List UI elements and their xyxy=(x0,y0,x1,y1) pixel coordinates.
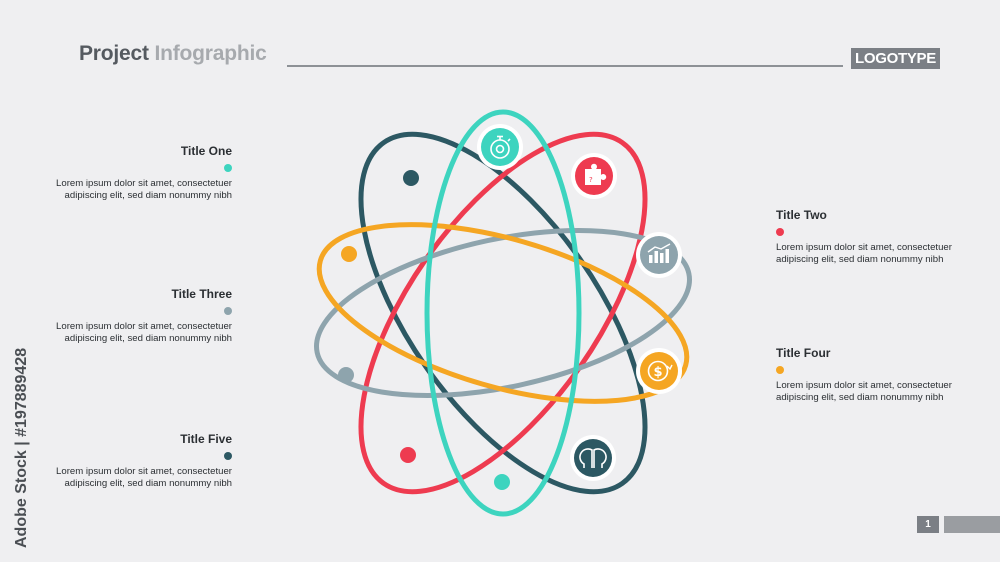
header-rule xyxy=(287,65,843,67)
node-dollar: $ xyxy=(636,348,682,394)
item-text: Lorem ipsum dolor sit amet, consectetuer… xyxy=(56,321,232,344)
item-title-four: Title Four Lorem ipsum dolor sit amet, c… xyxy=(776,346,976,403)
title-word-project: Project xyxy=(79,42,149,65)
logotype: LOGOTYPE xyxy=(851,48,940,69)
item-title: Title Four xyxy=(776,346,831,360)
heads-icon xyxy=(579,448,607,468)
page-bar xyxy=(944,516,1000,533)
item-title: Title Three xyxy=(171,287,232,301)
electron-dot-red xyxy=(400,447,416,463)
item-title: Title Five xyxy=(180,432,232,446)
node-stopwatch xyxy=(477,124,523,170)
item-title-one: Title One Lorem ipsum dolor sit amet, co… xyxy=(32,144,232,201)
item-title: Title Two xyxy=(776,208,827,222)
bar-chart-icon xyxy=(647,243,671,263)
node-bar-chart xyxy=(636,232,682,278)
electron-dot-dark xyxy=(403,170,419,186)
color-dot xyxy=(224,452,232,460)
puzzle-icon: ? xyxy=(585,163,607,185)
orbit-grey xyxy=(314,228,692,398)
item-title: Title One xyxy=(180,144,232,158)
orbit-teal xyxy=(424,109,582,517)
orbit-dark-teal xyxy=(358,131,648,495)
electron-dot-grey xyxy=(338,367,354,383)
item-title-three: Title Three Lorem ipsum dolor sit amet, … xyxy=(32,287,232,344)
electron-dot-teal xyxy=(494,474,510,490)
page-number: 1 xyxy=(917,516,939,533)
electron-dot-orange xyxy=(341,246,357,262)
color-dot xyxy=(224,164,232,172)
stopwatch-gear-icon xyxy=(490,135,511,159)
title-word-infographic: Infographic xyxy=(154,42,267,65)
item-text: Lorem ipsum dolor sit amet, consectetuer… xyxy=(776,242,952,265)
orbit-orange xyxy=(316,222,690,404)
stock-credit: Adobe Stock | #197889428 xyxy=(13,347,30,548)
item-text: Lorem ipsum dolor sit amet, consectetuer… xyxy=(776,380,952,403)
dollar-cycle-icon: $ xyxy=(647,360,673,382)
item-text: Lorem ipsum dolor sit amet, consectetuer… xyxy=(56,178,232,201)
item-title-two: Title Two Lorem ipsum dolor sit amet, co… xyxy=(776,208,976,265)
color-dot xyxy=(776,228,784,236)
color-dot xyxy=(776,366,784,374)
item-text: Lorem ipsum dolor sit amet, consectetuer… xyxy=(56,466,232,489)
page-title: Project Infographic xyxy=(79,42,267,66)
svg-text:$: $ xyxy=(653,365,662,380)
color-dot xyxy=(224,307,232,315)
item-title-five: Title Five Lorem ipsum dolor sit amet, c… xyxy=(32,432,232,489)
svg-text:?: ? xyxy=(589,176,593,184)
node-heads xyxy=(570,435,616,481)
node-puzzle: ? xyxy=(571,153,617,199)
